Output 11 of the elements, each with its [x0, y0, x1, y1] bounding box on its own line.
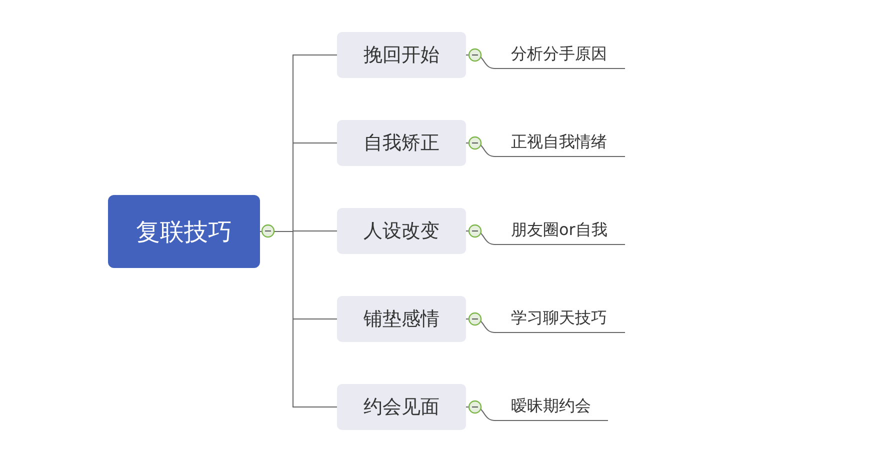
leaf-topic: 朋友圈or自我: [495, 217, 625, 245]
subtopic-box: 人设改变: [337, 208, 466, 254]
leaf-topic: 正视自我情绪: [495, 129, 625, 157]
subtopic-box: 挽回开始: [337, 32, 466, 78]
leaf-topic: 暧昧期约会: [495, 393, 608, 421]
subtopic-box: 铺垫感情: [337, 296, 466, 342]
leaf-topic: 学习聊天技巧: [495, 305, 625, 333]
leaf-topic: 分析分手原因: [495, 41, 625, 69]
topic-box: 复联技巧: [108, 195, 260, 268]
subtopic-box: 约会见面: [337, 384, 466, 430]
subtopic-box: 自我矫正: [337, 120, 466, 166]
